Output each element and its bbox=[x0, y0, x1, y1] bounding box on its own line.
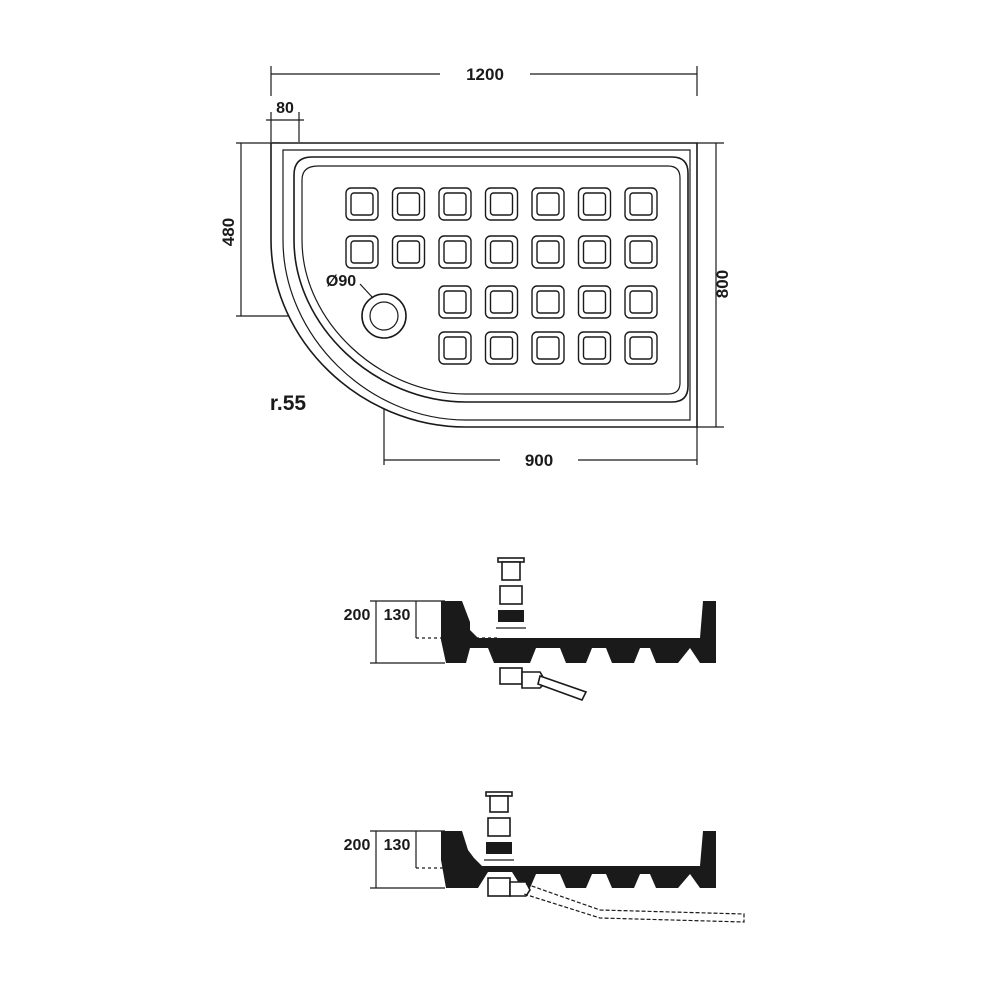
section-a-drain-assembly bbox=[496, 557, 588, 701]
tray-rim bbox=[282, 149, 691, 421]
dimension-offset-label: 80 bbox=[276, 100, 294, 117]
anti-slip-pad-inner bbox=[350, 192, 374, 216]
section-a-height-inner: 130 bbox=[384, 607, 411, 624]
plan-view: 1200 80 480 800 900 bbox=[219, 65, 732, 470]
section-view-a: 200 130 bbox=[344, 557, 716, 701]
section-a-tray-profile bbox=[441, 601, 716, 663]
drain: Ø90 bbox=[326, 273, 407, 339]
drain-diameter-label: Ø90 bbox=[326, 273, 356, 290]
anti-slip-pad-inner bbox=[396, 240, 421, 264]
anti-slip-pad-inner bbox=[489, 336, 514, 360]
anti-slip-pad-inner bbox=[536, 336, 560, 360]
section-b-tray-profile bbox=[441, 831, 716, 888]
radius-label: r.55 bbox=[270, 392, 307, 415]
anti-slip-pad-inner bbox=[629, 192, 653, 216]
anti-slip-pad-inner bbox=[443, 192, 467, 216]
section-b-height-total: 200 bbox=[344, 837, 371, 854]
anti-slip-pad-inner bbox=[629, 336, 653, 360]
dimension-width-label: 800 bbox=[713, 270, 732, 298]
section-a-height-total: 200 bbox=[344, 607, 371, 624]
dimension-bottom-label: 900 bbox=[525, 451, 553, 470]
dimension-side-label: 480 bbox=[219, 218, 238, 246]
anti-slip-pad-inner bbox=[582, 290, 607, 314]
anti-slip-pad-inner bbox=[396, 192, 421, 216]
anti-slip-pad-inner bbox=[582, 192, 607, 216]
anti-slip-pad-inner bbox=[536, 240, 560, 264]
dimension-length: 1200 bbox=[270, 65, 698, 96]
section-b-drain-assembly bbox=[484, 791, 745, 923]
anti-slip-pad-inner bbox=[350, 240, 374, 264]
anti-slip-pad-inner bbox=[489, 240, 514, 264]
anti-slip-pad-inner bbox=[489, 290, 514, 314]
drain-inner bbox=[369, 301, 399, 331]
anti-slip-pad-inner bbox=[582, 336, 607, 360]
anti-slip-pad-inner bbox=[443, 290, 467, 314]
anti-slip-pad-inner bbox=[443, 336, 467, 360]
anti-slip-pads bbox=[345, 187, 658, 365]
dimension-width: 800 bbox=[697, 142, 732, 428]
anti-slip-pad-inner bbox=[489, 192, 514, 216]
anti-slip-pad-inner bbox=[536, 290, 560, 314]
anti-slip-pad-inner bbox=[629, 290, 653, 314]
section-view-b: 200 130 bbox=[344, 791, 745, 923]
section-b-height-inner: 130 bbox=[384, 837, 411, 854]
anti-slip-pad-inner bbox=[582, 240, 607, 264]
drain-outer bbox=[361, 293, 407, 339]
dimension-offset: 80 bbox=[266, 100, 304, 142]
anti-slip-pad-inner bbox=[629, 240, 653, 264]
section-a-height-dims: 200 130 bbox=[344, 600, 500, 664]
tray-basin-inner bbox=[301, 165, 681, 395]
anti-slip-pad-inner bbox=[536, 192, 560, 216]
anti-slip-pad-inner bbox=[443, 240, 467, 264]
dimension-length-label: 1200 bbox=[466, 65, 504, 84]
